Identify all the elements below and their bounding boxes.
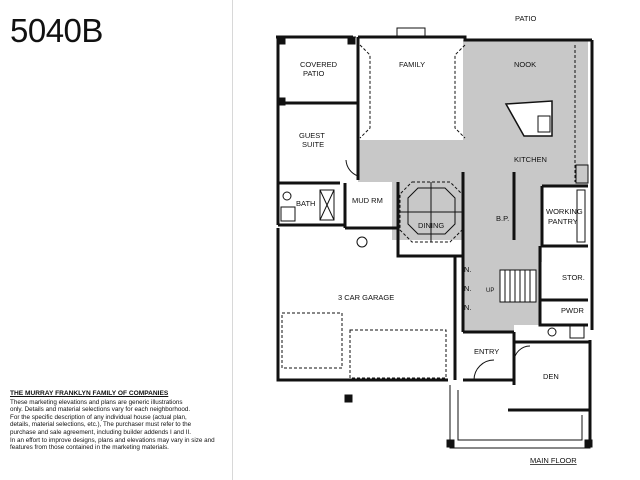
mud-bench xyxy=(319,189,335,221)
dining-wall xyxy=(396,182,463,258)
door-swing xyxy=(345,159,359,177)
bath-vanity xyxy=(280,206,296,222)
pwdr-sink xyxy=(569,325,585,339)
disclaimer: THE MURRAY FRANKLYN FAMILY OF COMPANIES … xyxy=(10,390,224,452)
label-stor: STOR. xyxy=(562,273,585,282)
label-mud-rm: MUD RM xyxy=(352,196,383,205)
stairs xyxy=(499,269,537,303)
pantry-shelf xyxy=(576,189,586,243)
disclaimer-line: only. Details and material selections va… xyxy=(10,406,191,414)
walls xyxy=(276,35,594,440)
porch-post xyxy=(446,439,455,448)
label-garage: 3 CAR GARAGE xyxy=(338,293,394,302)
label-working-pantry: WORKING xyxy=(546,207,583,216)
label-covered-patio: PATIO xyxy=(303,69,325,78)
porch-post xyxy=(584,439,593,448)
label-guest-suite: GUEST xyxy=(299,131,325,140)
label-nook: NOOK xyxy=(514,60,536,69)
label-covered-patio: COVERED xyxy=(300,60,338,69)
north-wall xyxy=(358,35,592,42)
label-pwdr: PWDR xyxy=(561,306,584,315)
covered-patio-outline xyxy=(277,36,359,104)
patio-post xyxy=(277,36,286,45)
garage-door-1 xyxy=(281,312,343,369)
disclaimer-line: purchase and sale agreement, including b… xyxy=(10,428,191,436)
disclaimer-heading: THE MURRAY FRANKLYN FAMILY OF COMPANIES xyxy=(10,390,169,397)
water-heater xyxy=(356,236,368,248)
fireplace xyxy=(396,27,426,39)
kitchen-sink xyxy=(537,115,551,133)
garage-door-2 xyxy=(349,329,447,379)
panel-divider xyxy=(232,0,233,480)
label-working-pantry: PANTRY xyxy=(548,217,578,226)
garage-wall xyxy=(276,228,352,382)
shaded-hall xyxy=(358,140,468,182)
toilet xyxy=(282,191,292,201)
family-ceiling xyxy=(454,44,466,139)
front-porch xyxy=(457,390,583,441)
disclaimer-line: In an effort to improve designs, plans a… xyxy=(10,436,215,444)
label-guest-suite: SUITE xyxy=(302,140,324,149)
label-family: FAMILY xyxy=(399,60,425,69)
label-n: N. xyxy=(464,265,472,274)
label-n: N. xyxy=(464,303,472,312)
label-kitchen: KITCHEN xyxy=(514,155,547,164)
label-den: DEN xyxy=(543,372,559,381)
disclaimer-line: details, material selections, etc.), The… xyxy=(10,421,192,429)
details xyxy=(277,27,593,449)
label-n: N. xyxy=(464,284,472,293)
nook-appliance xyxy=(575,164,589,184)
dining-table-outline xyxy=(399,181,463,243)
disclaimer-line: For the specific description of any indi… xyxy=(10,413,187,421)
plan-number: 5040B xyxy=(10,12,103,49)
garage-post xyxy=(344,394,353,403)
disclaimer-line: These marketing elevations and plans are… xyxy=(10,398,183,406)
door-swing xyxy=(513,345,531,363)
left-panel: 5040B THE MURRAY FRANKLYN FAMILY OF COMP… xyxy=(0,0,232,480)
pantry-wall xyxy=(540,186,588,248)
door-swing xyxy=(473,359,495,381)
patio-post xyxy=(347,36,356,45)
room-labels: PATIO COVERED PATIO FAMILY NOOK GUEST SU… xyxy=(296,14,585,465)
dining-inner xyxy=(407,187,456,235)
pwdr-toilet xyxy=(547,327,557,337)
label-dining: DINING xyxy=(418,221,444,230)
label-entry: ENTRY xyxy=(474,347,499,356)
label-patio: PATIO xyxy=(515,14,537,23)
label-bath: BATH xyxy=(296,199,315,208)
front-porch xyxy=(449,385,591,449)
label-bp: B.P. xyxy=(496,214,509,223)
label-main-floor: MAIN FLOOR xyxy=(530,456,577,465)
family-ceiling xyxy=(359,44,371,139)
patio-post xyxy=(277,97,286,106)
label-stairs-up: UP xyxy=(486,288,494,294)
pwdr-wall xyxy=(538,300,588,327)
disclaimer-line: features from those contained in the mar… xyxy=(10,444,169,452)
